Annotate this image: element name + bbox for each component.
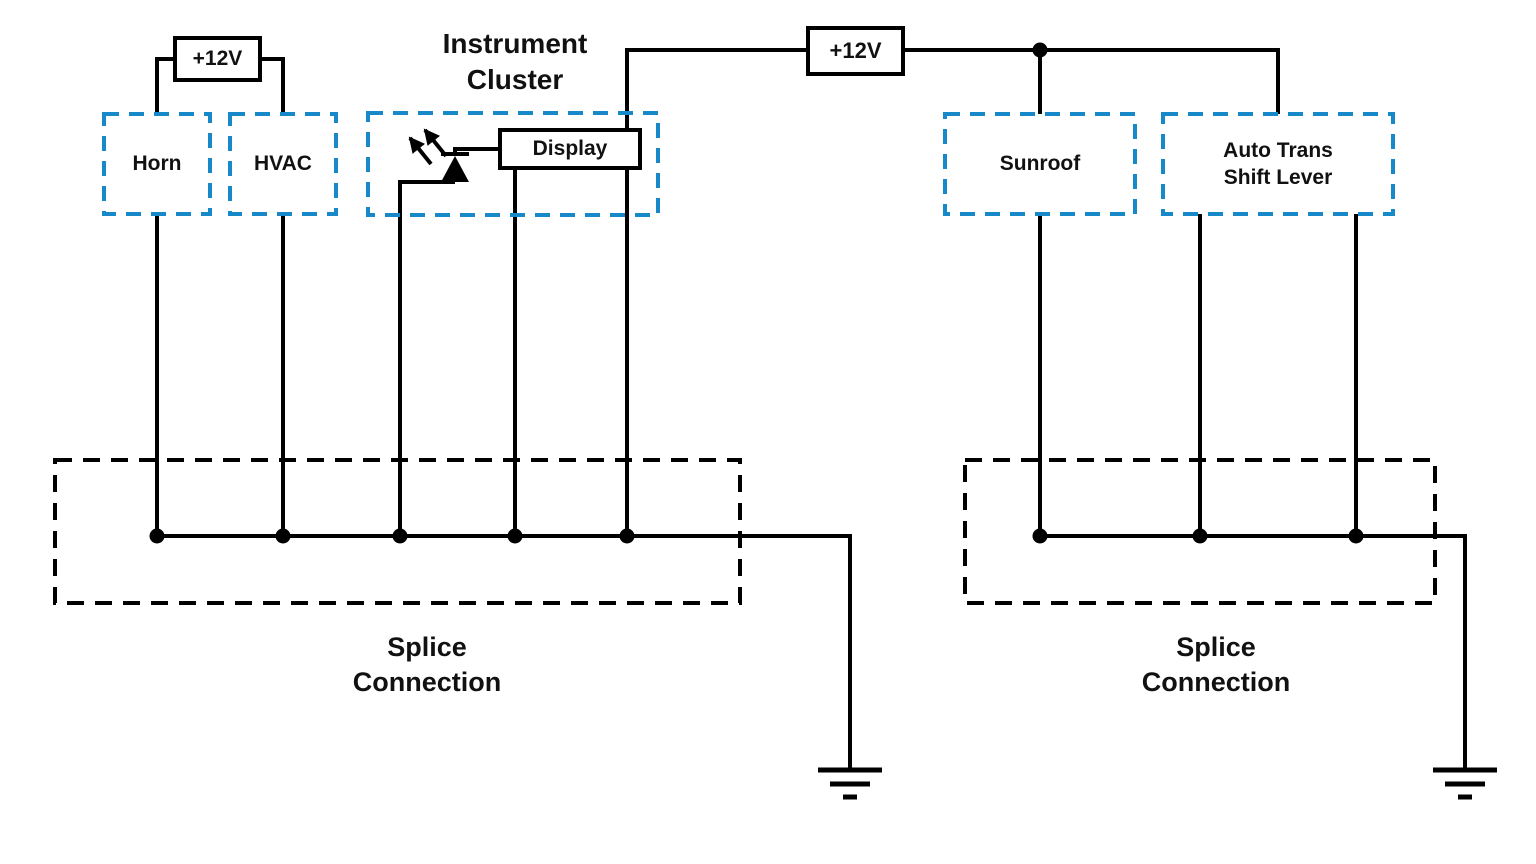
led-diode-icon [408, 128, 500, 182]
ground-symbol-icon [818, 767, 882, 800]
left-splice-bus [157, 534, 852, 768]
instrument-cluster-box [366, 111, 660, 217]
sunroof-box [943, 112, 1137, 216]
hvac-box [228, 112, 338, 216]
wire-cluster-to-power [625, 48, 808, 130]
auto-trans-box [1161, 112, 1395, 216]
power-right-box [806, 26, 905, 76]
right-splice-bus [1040, 534, 1467, 768]
horn-box [102, 112, 212, 216]
right-splice-box [963, 458, 1437, 605]
wire-power-to-autotrans [903, 48, 1280, 114]
left-splice-box [53, 458, 742, 605]
wire-horn-to-power [155, 57, 175, 114]
ground-symbol-icon [1433, 767, 1497, 800]
junction-dot-icon [149, 42, 1364, 544]
wire-led-to-splice [398, 180, 455, 536]
wire-hvac-to-power [260, 57, 285, 114]
power-left-box [173, 36, 262, 82]
display-box [498, 128, 642, 170]
